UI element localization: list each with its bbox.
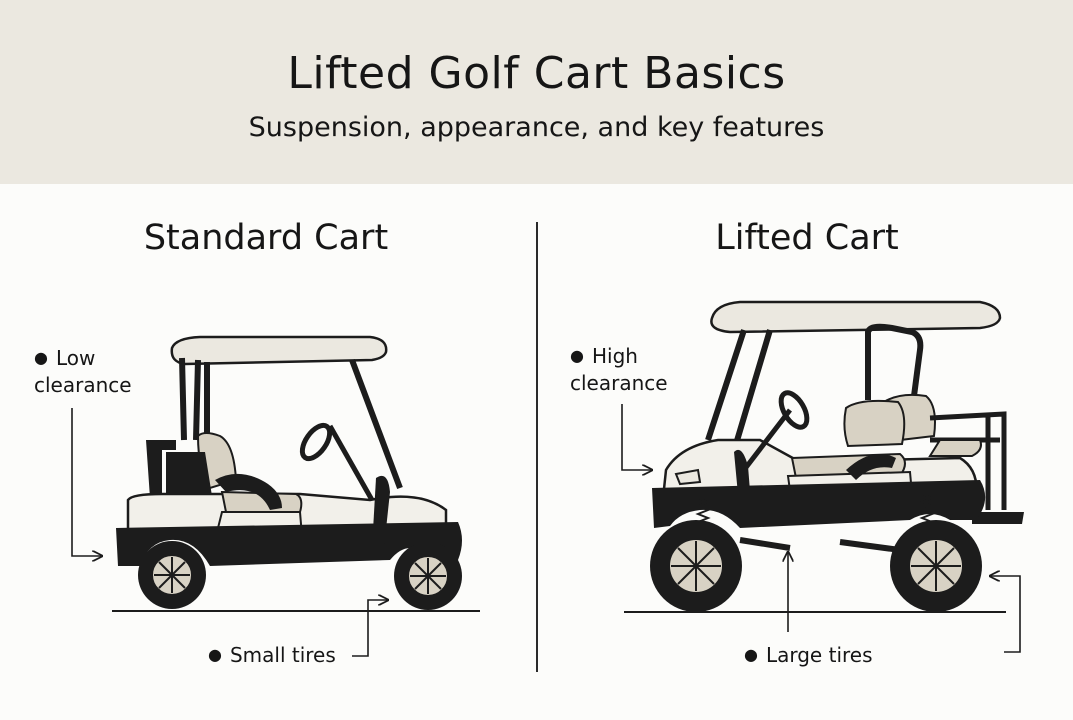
standard-rear-struts	[179, 357, 210, 441]
lifted-steering-wheel	[778, 390, 810, 430]
bullet-icon: ●	[34, 348, 48, 367]
standard-cart-title: Standard Cart	[143, 218, 389, 258]
standard-clearance-label: ●Low clearance	[34, 346, 132, 397]
lifted-seat-back	[843, 399, 906, 448]
standard-roof	[170, 335, 388, 366]
standard-steering-wheel	[299, 422, 333, 462]
lifted-clearance-arrow	[621, 404, 652, 470]
page-subtitle: Suspension, appearance, and key features	[248, 112, 825, 143]
standard-tires-label: ●Small tires	[208, 643, 336, 667]
bullet-icon: ●	[208, 645, 222, 664]
standard-front-strut	[349, 358, 403, 490]
standard-tires-arrow	[352, 600, 388, 657]
lifted-grab-handle	[865, 323, 924, 400]
page-title: Lifted Golf Cart Basics	[287, 48, 786, 99]
lifted-front-wheel	[650, 520, 742, 612]
bullet-icon: ●	[570, 346, 584, 365]
standard-cart-illustration	[71, 335, 480, 657]
lifted-clearance-label: ●High clearance	[570, 344, 668, 395]
standard-clearance-arrow	[71, 408, 102, 556]
standard-rear-wheel	[138, 541, 206, 609]
lifted-cart-illustration	[621, 300, 1024, 653]
lifted-tires-label: ●Large tires	[744, 643, 873, 667]
header-banner: Lifted Golf Cart Basics Suspension, appe…	[0, 0, 1073, 184]
standard-bag-holder	[146, 440, 176, 498]
standard-front-wheel	[394, 542, 462, 610]
lifted-rear-wheel	[890, 520, 982, 612]
panel-divider	[536, 222, 538, 672]
lifted-roof	[710, 300, 1002, 334]
lifted-cart-title: Lifted Cart	[715, 218, 899, 258]
lifted-front-struts	[705, 329, 773, 445]
lifted-skirt	[652, 480, 986, 528]
lifted-tires-arrow	[990, 576, 1021, 653]
lifted-rear-spring	[919, 493, 935, 523]
bullet-icon: ●	[744, 645, 758, 664]
